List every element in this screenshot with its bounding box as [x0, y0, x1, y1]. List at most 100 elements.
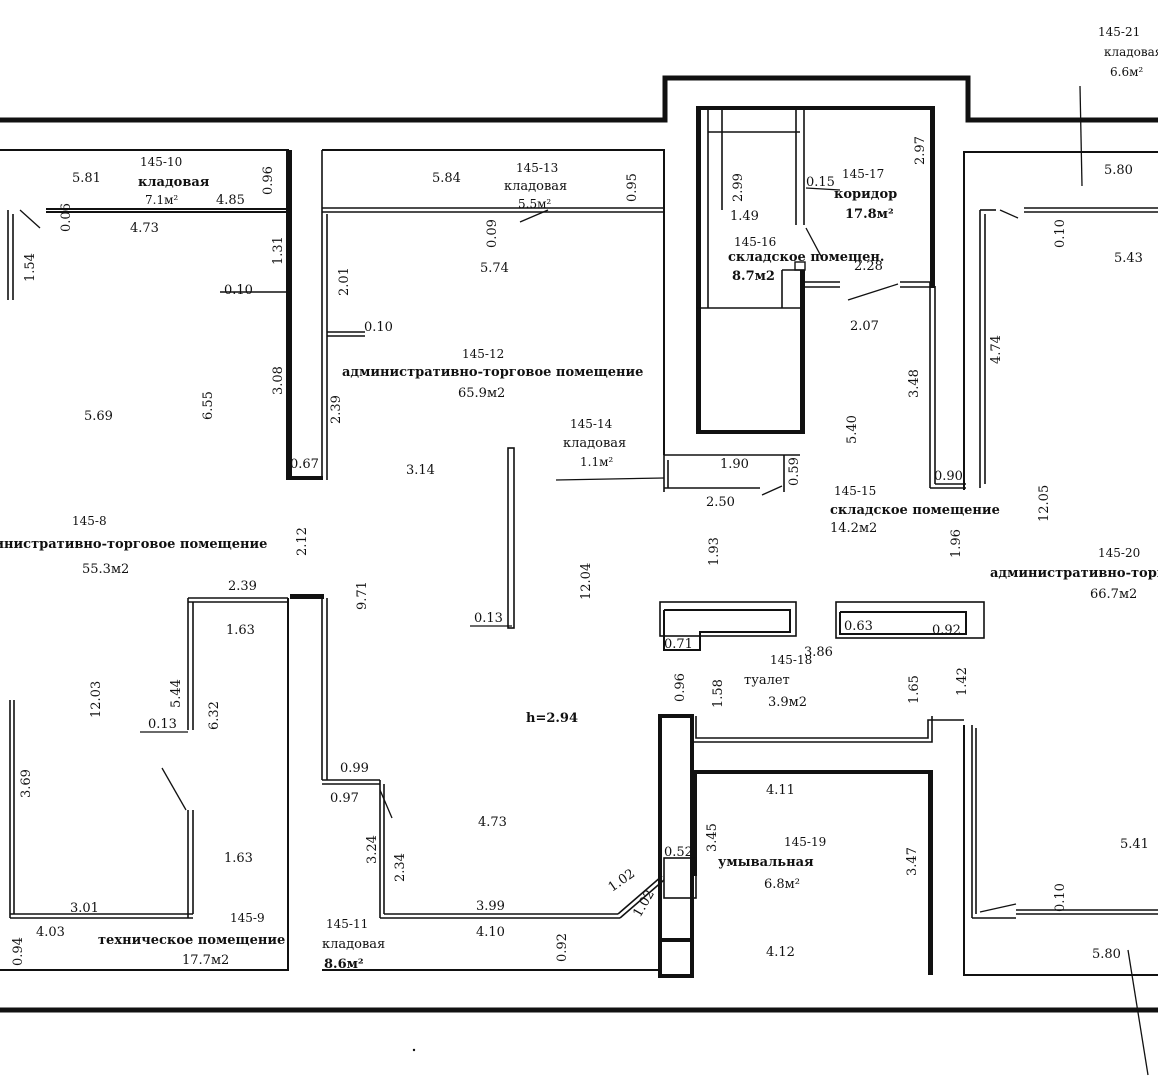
dim-label: 3.47 — [905, 847, 920, 876]
room-145-9-name: техническое помещение — [98, 933, 285, 948]
dim-label: 4.03 — [36, 925, 65, 940]
dim-label: 1.63 — [224, 851, 253, 866]
dim-label: 4.11 — [766, 783, 795, 798]
dim-label: 0.67 — [290, 457, 319, 472]
wc-walls — [696, 106, 935, 434]
ceiling-height: h=2.94 — [526, 711, 578, 726]
room-145-18-id: 145-16 — [734, 235, 776, 249]
dim-label: 0.13 — [148, 717, 177, 732]
dim-label: 3.45 — [705, 823, 720, 852]
dim-label: 1.90 — [720, 457, 749, 472]
room-145-10-area: 7.1м² — [145, 193, 178, 207]
dim-label: 5.69 — [84, 409, 113, 424]
dim-label: 6.32 — [207, 701, 222, 730]
room-145-14-name: кладовая — [563, 436, 626, 451]
dim-label: 0.10 — [364, 320, 393, 335]
dim-label: 2.39 — [329, 395, 344, 424]
room-145-19-id: 145-17 — [842, 167, 884, 181]
dim-label: 12.04 — [579, 563, 594, 600]
room-145-21-name: кладовая — [1104, 45, 1158, 59]
dim-label: 5.81 — [72, 171, 101, 186]
dim-label: 4.73 — [130, 221, 159, 236]
room-145-16-name: туалет — [744, 673, 790, 688]
dim-label: 2.99 — [731, 173, 746, 202]
dim-label: 0.63 — [844, 619, 873, 634]
dim-label: 2.28 — [854, 259, 883, 274]
room-145-11-area: 8.6м² — [324, 957, 364, 972]
dim-label: 0.90 — [934, 469, 963, 484]
right-block-walls — [929, 85, 1158, 1076]
room-145-15-name: умывальная — [718, 855, 814, 870]
dim-label: 5.44 — [169, 679, 184, 708]
room-145-19-area: 17.8м² — [845, 207, 894, 222]
dim-label: 3.48 — [907, 369, 922, 398]
room-145-12-name: административно-торговое помещение — [342, 365, 643, 380]
dim-label: 1.65 — [907, 675, 922, 704]
dim-label: 2.97 — [913, 136, 928, 165]
dim-label: 1.02 — [606, 866, 638, 895]
dim-label: 4.74 — [989, 335, 1004, 364]
room-145-9-id: 145-9 — [230, 911, 265, 925]
dim-label: 0.96 — [261, 166, 276, 195]
dim-label: 5.40 — [845, 415, 860, 444]
dim-label: 0.13 — [474, 611, 503, 626]
room-145-13-id: 145-13 — [516, 161, 558, 175]
dim-label: 5.80 — [1092, 947, 1121, 962]
dim-label: 6.55 — [201, 391, 216, 420]
dim-label: 5.84 — [432, 171, 461, 186]
room-145-9-area: 17.7м2 — [182, 953, 229, 968]
dim-label: 2.50 — [706, 495, 735, 510]
dim-label: 3.24 — [365, 835, 380, 864]
dim-label: 0.06 — [59, 203, 74, 232]
dim-label: 0.71 — [664, 637, 693, 652]
dim-label: 1.49 — [730, 209, 759, 224]
dim-label: 5.74 — [480, 261, 509, 276]
dim-label: 0.52 — [664, 845, 693, 860]
dim-label: 1.63 — [226, 623, 255, 638]
dim-label: 1.42 — [955, 667, 970, 696]
room-145-14-area: 1.1м² — [580, 455, 613, 469]
dim-label: 3.86 — [804, 645, 833, 660]
room-145-12-id: 145-12 — [462, 347, 504, 361]
dim-label: 1.54 — [23, 253, 38, 282]
room-145-20-name: административно-торгов — [990, 566, 1158, 581]
room-145-18-area: 8.7м2 — [732, 269, 775, 284]
dim-label: 4.85 — [216, 193, 245, 208]
dim-label: 4.10 — [476, 925, 505, 940]
dim-label: 5.41 — [1120, 837, 1149, 852]
dim-label: 0.10 — [1053, 883, 1068, 912]
room-145-8-id: 145-8 — [72, 514, 107, 528]
dim-label: 12.03 — [89, 681, 104, 718]
dim-label: 0.95 — [625, 173, 640, 202]
dim-label: 0.94 — [11, 937, 26, 966]
dim-label: 3.14 — [406, 463, 435, 478]
dim-label: 1.58 — [711, 679, 726, 708]
dim-label: 2.12 — [295, 527, 310, 556]
dimension-labels: 5.81 4.85 4.73 0.10 5.69 0.67 5.84 5.74 … — [36, 163, 1149, 962]
dimension-labels-vertical: 0.96 0.06 1.54 1.31 3.08 6.55 0.09 0.95 … — [11, 136, 1068, 966]
dim-label: 12.05 — [1037, 485, 1052, 522]
room-145-12-area: 65.9м2 — [458, 386, 505, 401]
room-145-18-name: складское помещен. — [728, 250, 884, 265]
room-labels: 145-10 кладовая 7.1м² 145-13 кладовая 5.… — [0, 25, 1158, 972]
room-145-15-area: 6.8м² — [764, 877, 800, 892]
scan-dot — [412, 1048, 416, 1052]
dim-label: 0.10 — [1053, 219, 1068, 248]
dim-label: 0.09 — [485, 219, 500, 248]
room-145-13-area: 5.5м² — [518, 197, 551, 211]
dim-label: 3.69 — [19, 769, 34, 798]
room-145-10-id: 145-10 — [140, 155, 182, 169]
dim-label: 1.93 — [707, 537, 722, 566]
dim-label: 2.01 — [337, 267, 352, 296]
room-145-21-area: 6.6м² — [1110, 65, 1143, 79]
dim-label: 1.96 — [949, 529, 964, 558]
room-145-19-name: коридор — [834, 187, 897, 202]
dim-label: 4.12 — [766, 945, 795, 960]
room-145-15-id: 145-19 — [784, 835, 826, 849]
room-145-21-id: 145-21 — [1098, 25, 1140, 39]
room-145-16-area: 3.9м2 — [768, 695, 807, 710]
dim-label: 9.71 — [355, 581, 370, 610]
storage-walls — [658, 601, 985, 978]
dim-label: 0.92 — [932, 623, 961, 638]
